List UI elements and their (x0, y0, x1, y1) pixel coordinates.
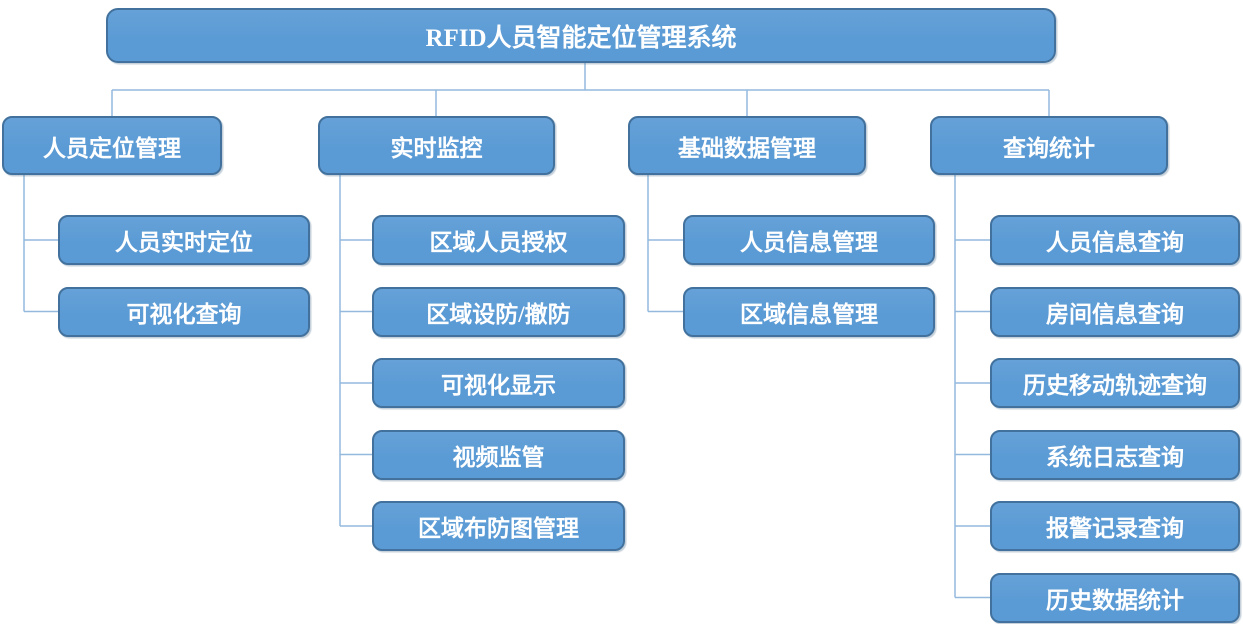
child-node: 区域人员授权 (372, 215, 625, 265)
root-node: RFID人员智能定位管理系统 (106, 8, 1056, 63)
child-node: 视频监管 (372, 429, 625, 480)
child-node: 系统日志查询 (990, 429, 1240, 480)
child-node: 可视化查询 (58, 286, 310, 337)
branch-node-realtime-monitoring: 实时监控 (318, 116, 555, 175)
child-node: 历史数据统计 (990, 572, 1240, 623)
child-node: 区域布防图管理 (372, 501, 625, 551)
child-node: 人员信息管理 (683, 215, 935, 265)
child-node: 区域信息管理 (683, 286, 935, 337)
child-node: 人员实时定位 (58, 215, 310, 265)
child-node: 人员信息查询 (990, 215, 1240, 265)
branch-node-query-statistics: 查询统计 (930, 116, 1168, 175)
child-node: 房间信息查询 (990, 286, 1240, 337)
child-node: 区域设防/撤防 (372, 286, 625, 337)
child-node: 报警记录查询 (990, 501, 1240, 551)
branch-node-personnel-positioning: 人员定位管理 (2, 116, 222, 175)
child-node: 可视化显示 (372, 358, 625, 408)
child-node: 历史移动轨迹查询 (990, 358, 1240, 408)
branch-node-basic-data: 基础数据管理 (628, 116, 866, 175)
